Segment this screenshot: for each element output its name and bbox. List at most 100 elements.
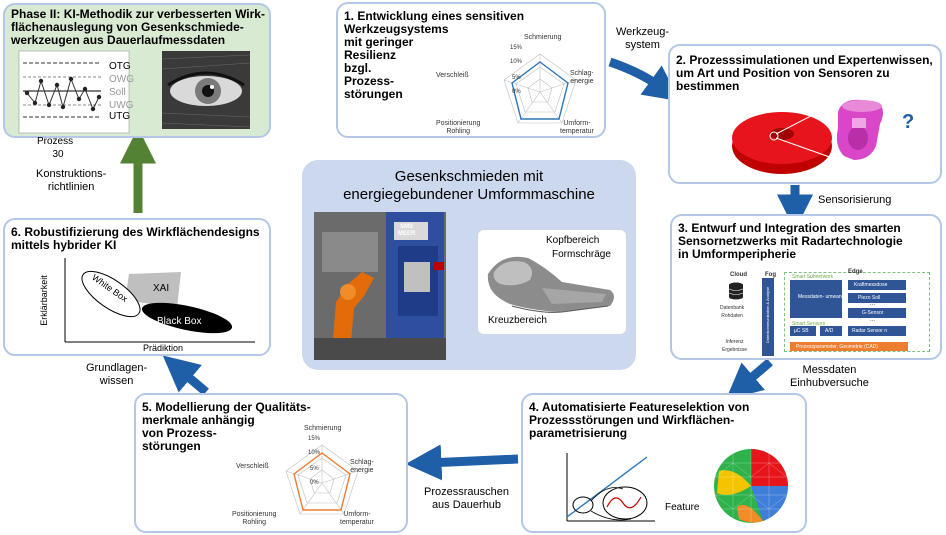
radar5-tick-5: 5% [310,466,319,472]
pc-sb-box [790,326,816,336]
radar5-tick-15: 15% [308,436,321,442]
arrow-step1-step2 [608,57,681,102]
label-sensorisierung: Sensorisierung [818,194,892,206]
radar5-axis-schlag: Schlag- energie [350,459,374,474]
label-prozessrauschen: Prozessrauschen aus Dauerhub [424,486,509,511]
fog-vertical-label: Datenkommunikation & Analyse [765,286,770,344]
radar-series-step5 [293,452,351,511]
net-subnetwork: Smart Subnetwork [792,274,834,280]
soll-label: Soll [109,87,126,98]
radar1-tick-0: 0% [512,89,521,95]
label-werkzeugsystem: Werkzeug- system [616,26,669,51]
net-pc-sb: µC SB [794,328,809,334]
net-edge-label: Edge [848,269,863,275]
radar1-axis-schlag: Schlag- energie [570,70,594,85]
prozess-label: Prozess 30 [37,122,73,161]
radar5-axis-verschleiss: Verschleiß [236,463,269,470]
xai-plot [64,258,255,343]
radar5-tick-10: 10% [308,450,321,456]
question-mark: ? [902,111,915,133]
radar1-axis-schmierung: Schmierung [524,34,562,41]
arrow-step3-step4 [725,358,773,400]
step6-box: 6. Robustifizierung des Wirkflächendesig… [3,218,271,356]
utg-label: UTG [109,111,131,122]
piezo-box [848,293,906,303]
forging-machine-photo [314,212,446,360]
step1-title: 1. Entwicklung eines sensitiven Werkzeug… [344,9,525,101]
radar-chart-step1 [503,53,577,124]
radar5-axis-position: Positionierung Rohling [232,511,277,526]
smart-subnetwork-panel [784,272,930,352]
umwandler-box [790,280,842,318]
step1-box: 1. Entwicklung eines sensitiven Werkzeug… [336,2,606,138]
radar5-axis-umform: Umform- temperatur [340,511,374,526]
tolerance-chart [18,50,130,134]
phase2-title: Phase II: KI-Methodik zur verbesserten W… [11,7,265,47]
xai-label: XAI [153,283,170,294]
step4-title: 4. Automatisierte Featureselektion von P… [529,400,750,440]
xai-black: Black Box [157,316,202,327]
net-radar-sensor: Radar Sensor n [852,328,888,334]
radar1-tick-15: 15% [510,45,523,51]
net-prozessparameter: Prozessparameter, Geometrie (CAD) [796,344,878,350]
gsensor-box [848,308,906,318]
arrow-step5-step6 [162,355,209,396]
radar1-axis-position: Positionierung Rohling [436,120,481,135]
label-grundlagenwissen: Grundlagen- wissen [86,362,148,387]
net-umwandler: Messdaten- umwandler [798,294,850,300]
net-smart-sensors: Smart Sensors [792,321,826,327]
step3-box: 3. Entwurf und Integration des smarten S… [670,214,942,360]
prozess-number: 30 [52,149,64,160]
center-title: Gesenkschmieden mit energiegebundener Um… [343,168,595,203]
net-ad: A/D [825,328,834,334]
radar1-tick-5: 5% [512,75,521,81]
radar-sensor-box [848,326,906,336]
xai-xlabel: Prädiktion [143,343,184,353]
step4-box: 4. Automatisierte Featureselektion von P… [521,393,807,533]
radar5-tick-0: 0% [310,480,319,486]
ad-box [820,326,842,336]
xai-ylabel: Erklärbarkeit [38,275,49,326]
radar-series-step1 [511,61,569,120]
step2-box: 2. Prozesssimulationen und Expertenwisse… [668,44,942,184]
step2-title: 2. Prozesssimulationen und Expertenwisse… [676,53,933,93]
kraftmessdose-box [848,280,906,290]
part-kopf: Kopfbereich [546,235,600,246]
step6-title: 6. Robustifizierung des Wirkflächendesig… [11,225,260,252]
step5-box: 5. Modellierung der Qualitäts- merkmale … [134,393,408,533]
phase2-box: Phase II: KI-Methodik zur verbesserten W… [3,3,271,160]
part-forms: Formschräge [552,249,611,260]
center-box: Gesenkschmieden mit energiegebundener Um… [302,160,636,370]
net-datenbank: Datenbank Rohdaten [720,305,745,319]
forged-part-image [487,256,614,313]
net-piezo: Piezo Soll [858,295,881,301]
radar1-axis-verschleiss: Verschleiß [436,72,469,79]
mesh-image [714,449,788,523]
radar1-tick-10: 10% [510,59,523,65]
fog-bar [762,278,774,356]
database-icon [728,282,744,300]
eye-image [161,51,251,129]
net-ellipsis-1: ... [870,301,876,307]
net-inferenz: Inferenz Ergebnisse [722,339,748,353]
label-konstruktion: Konstruktions- richtlinien [36,168,107,193]
radar5-axis-schmierung: Schmierung [304,425,342,432]
owg-label: OWG [109,74,134,85]
net-fog-label: Fog [765,272,776,278]
net-ellipsis-2: ... [870,317,876,323]
net-kraftmessdose: Kraftmessdose [854,282,888,288]
prozessparameter-bar [790,342,908,351]
arrow-step4-step5 [405,444,519,481]
step5-title: 5. Modellierung der Qualitäts- merkmale … [142,400,311,453]
label-messdaten: Messdaten Einhubversuche [790,364,869,389]
feature-plot [566,453,655,522]
die-simulation-image [732,99,883,174]
radar-chart-step5 [285,444,359,515]
photo-sign: SMS MEER [398,224,416,237]
step3-title: 3. Entwurf und Integration des smarten S… [678,221,903,261]
net-gsensor: G-Sensor [862,310,884,316]
feature-label: Feature [665,502,700,513]
prozess-text: Prozess [37,136,74,147]
uwg-label: UWG [109,100,134,111]
